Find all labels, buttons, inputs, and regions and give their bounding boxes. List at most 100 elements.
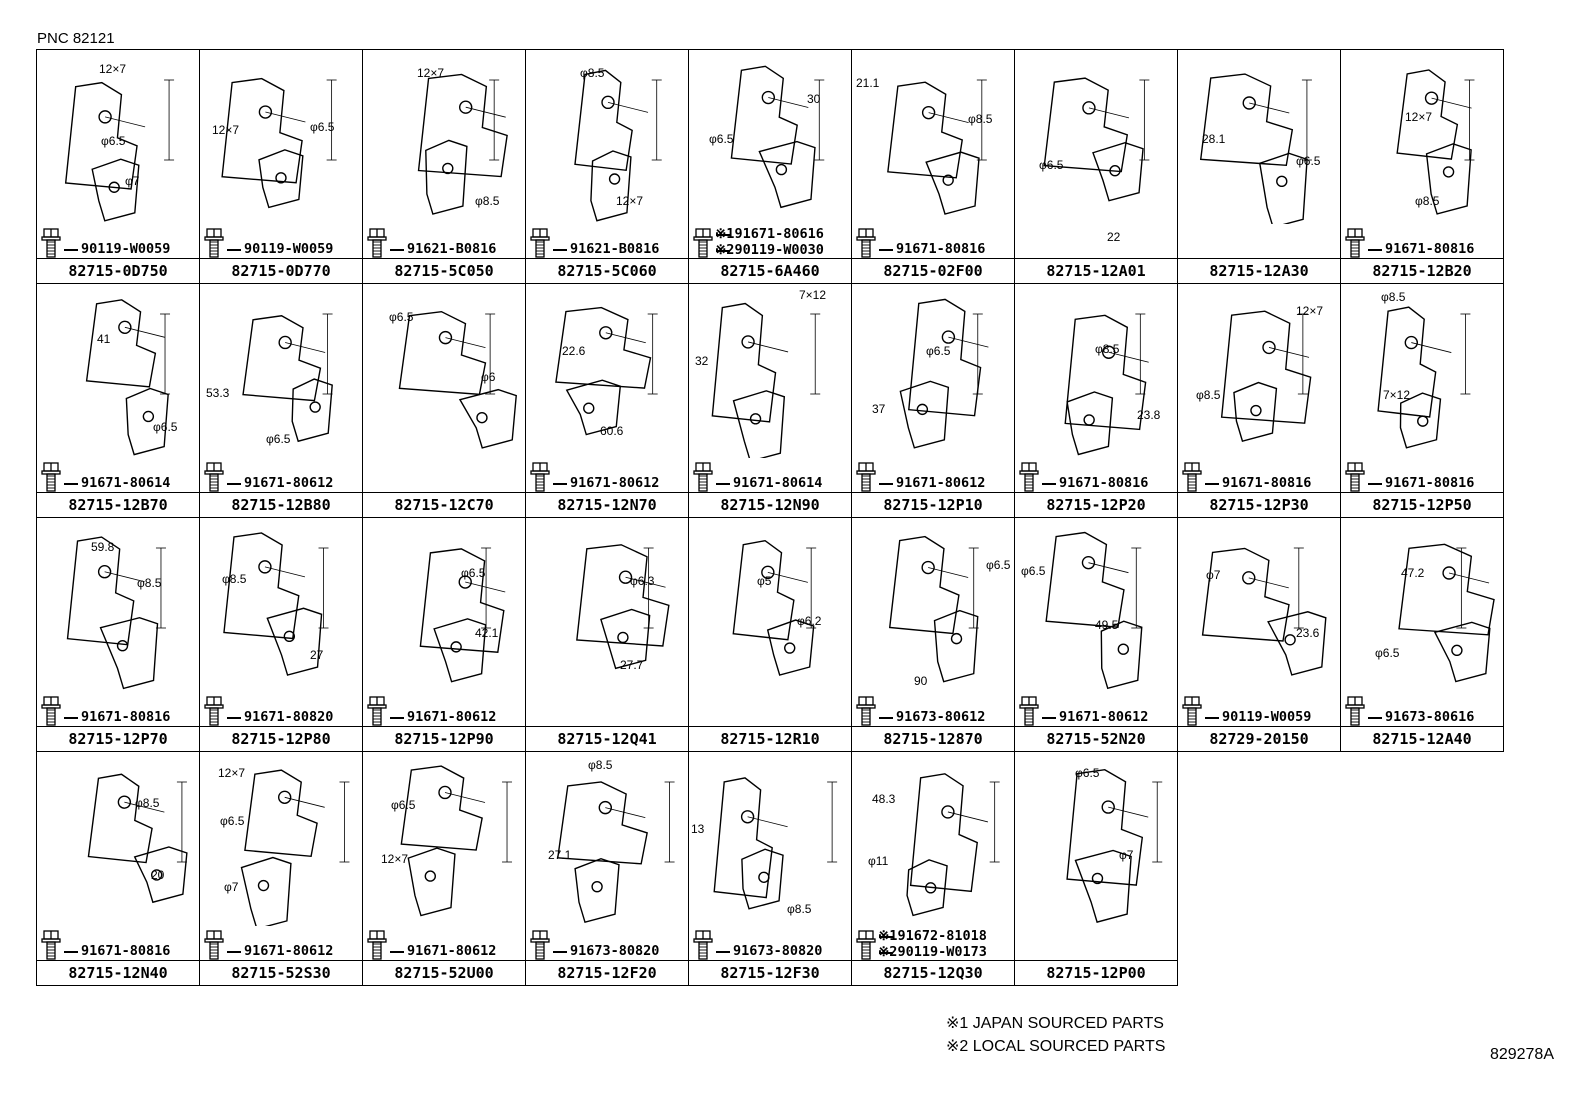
bracket-drawing	[223, 532, 329, 676]
part-number-label: 82715-5C050	[363, 258, 525, 283]
bolt-icon	[367, 696, 387, 726]
bolt-icon	[530, 462, 550, 492]
dimension-label: φ6.5	[1039, 158, 1064, 172]
dimension-label: 23.8	[1137, 408, 1161, 422]
bracket-drawing	[556, 781, 675, 924]
dimension-label: 90	[914, 674, 928, 688]
part-number-label: 82715-12P70	[37, 726, 199, 751]
bolt-icon	[204, 228, 224, 258]
part-number-label: 82715-12F30	[689, 960, 851, 985]
bolt-icon	[204, 696, 224, 726]
bolt-part-number: ※191671-80616	[715, 226, 824, 242]
dimension-label: 28.1	[1202, 132, 1226, 146]
bracket-drawing	[1045, 531, 1143, 690]
bolt-part-number: 91671-80816	[1059, 475, 1149, 491]
dimension-label: 27.7	[620, 658, 644, 672]
leader-line	[64, 483, 78, 485]
leader-line	[64, 951, 78, 953]
bolt-icon	[693, 930, 713, 960]
leader-line	[553, 951, 567, 953]
bracket-drawing	[1064, 313, 1149, 456]
part-number-label: 82715-0D770	[200, 258, 362, 283]
dimension-label: φ7	[1119, 848, 1134, 862]
bolt-icon	[530, 930, 550, 960]
bolt-callout: 91671-80816	[1345, 227, 1502, 258]
dimension-label: φ6.5	[1375, 646, 1400, 660]
dimension-label: φ6.5	[153, 420, 178, 434]
bolt-part-number: 91673-80616	[1385, 709, 1475, 725]
dimension-label: φ6.5	[1075, 766, 1100, 780]
bracket-drawing	[1043, 77, 1150, 202]
bolt-icon	[1345, 696, 1365, 726]
part-number-label: 82715-02F00	[852, 258, 1014, 283]
bolt-part-number: 91671-80816	[896, 241, 986, 257]
dimension-label: 47.2	[1401, 566, 1425, 580]
legend-japan: ※1 JAPAN SOURCED PARTS	[946, 1015, 1164, 1032]
bolt-icon	[1019, 696, 1039, 726]
leader-line	[553, 249, 567, 251]
bolt-icon	[41, 228, 61, 258]
bracket-drawing	[906, 773, 1000, 917]
bolt-icon	[204, 462, 224, 492]
bolt-callout: 91671-80816	[1182, 461, 1339, 492]
bracket-drawing	[555, 306, 658, 436]
dimension-label: 12×7	[1405, 110, 1433, 124]
part-number-label: 82715-12B70	[37, 492, 199, 517]
bracket-drawing	[711, 302, 821, 458]
leader-line	[390, 249, 404, 251]
bolt-callout: 91671-80614	[693, 461, 850, 492]
part-number-label: 82715-12A01	[1015, 258, 1177, 283]
bolt-part-number: ※290119-W0173	[878, 944, 987, 960]
bolt-part-number: 91671-80816	[1385, 475, 1475, 491]
part-number-label: 82715-12P50	[1341, 492, 1503, 517]
dimension-label: 59.8	[91, 540, 115, 554]
leader-line	[716, 250, 730, 252]
leader-line	[879, 717, 893, 719]
dimension-label: 60.6	[600, 424, 624, 438]
dimension-label: 32	[695, 354, 709, 368]
bolt-icon	[1182, 696, 1202, 726]
bracket-drawing	[1066, 768, 1163, 923]
bolt-callout: 91671-80820	[204, 695, 361, 726]
diagram-code: 829278A	[1489, 1046, 1554, 1063]
bracket-drawing	[400, 765, 513, 917]
dimension-label: φ7	[224, 880, 239, 894]
leader-line	[1368, 483, 1382, 485]
bolt-part-number: 91671-80816	[81, 709, 171, 725]
leader-line	[716, 234, 730, 236]
bolt-callout: 91673-80616	[1345, 695, 1502, 726]
bolt-callout: 91671-80612	[204, 461, 361, 492]
dimension-label: 21.1	[856, 76, 880, 90]
dimension-label: φ6.5	[1296, 154, 1321, 168]
bolt-icon	[41, 462, 61, 492]
dimension-label: 12×7	[417, 66, 445, 80]
dimension-label: 12×7	[212, 123, 240, 137]
bolt-callout: 91671-80816	[1019, 461, 1176, 492]
bolt-callout: 90119-W0059	[204, 227, 361, 258]
bolt-part-number: 91671-80612	[1059, 709, 1149, 725]
bolt-callout: 91671-80816	[856, 227, 1013, 258]
bolt-part-number: 90119-W0059	[81, 241, 171, 257]
dimension-label: φ8.5	[475, 194, 500, 208]
bracket-drawing	[1398, 543, 1495, 683]
bolt-callout: 91671-80614	[41, 461, 198, 492]
dimension-label: φ8.5	[135, 796, 160, 810]
part-number-label: 82715-12P20	[1015, 492, 1177, 517]
bolt-part-number: 91671-80816	[81, 943, 171, 959]
bolt-callout: 91671-80612	[856, 461, 1013, 492]
part-number-label: 82715-52N20	[1015, 726, 1177, 751]
leader-line	[879, 936, 893, 938]
part-number-label: 82715-12N90	[689, 492, 851, 517]
bolt-callout: 91671-80612	[367, 695, 524, 726]
